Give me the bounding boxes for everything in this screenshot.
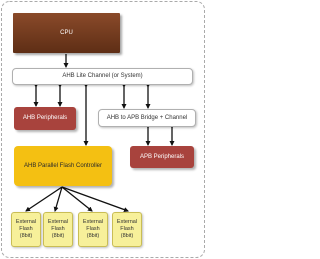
controller-to-flash-1-wire — [25, 186, 63, 212]
ahb-lite-channel-label: AHB Lite Channel (or System) — [62, 73, 143, 80]
flash-3-line2: Flash — [86, 225, 100, 232]
flash-4-line1: External — [116, 218, 138, 225]
cpu-label: CPU — [60, 29, 73, 36]
ahb-apb-bridge-block: AHB to APB Bridge + Channel — [98, 109, 196, 127]
external-flash-3: External Flash (8bit) — [78, 212, 108, 247]
apb-peripherals-block: APB Peripherals — [130, 146, 194, 168]
flash-controller-block: AHB Parallel Flash Controller — [14, 146, 112, 186]
external-flash-2: External Flash (8bit) — [43, 212, 73, 247]
flash-1-line3: (8bit) — [19, 233, 33, 240]
apb-peripherals-label: APB Peripherals — [139, 153, 185, 160]
flash-2-line2: Flash — [51, 225, 65, 232]
connection-wires — [25, 54, 175, 212]
ahb-apb-bridge-label: AHB to APB Bridge + Channel — [106, 114, 188, 121]
flash-1-line1: External — [15, 218, 37, 225]
controller-to-flash-3-wire — [61, 186, 93, 212]
ahb-lite-channel-block: AHB Lite Channel (or System) — [12, 68, 193, 85]
flash-3-line1: External — [82, 218, 104, 225]
flash-2-line3: (8bit) — [51, 233, 65, 240]
external-flash-4: External Flash (8bit) — [112, 212, 142, 247]
flash-4-line3: (8bit) — [120, 233, 134, 240]
controller-to-flash-4-wire — [61, 186, 129, 212]
diagram-frame — [1, 1, 205, 258]
flash-1-line2: Flash — [19, 225, 33, 232]
external-flash-1: External Flash (8bit) — [11, 212, 41, 247]
cpu-block: CPU — [13, 13, 120, 53]
controller-to-flash-2-wire — [53, 186, 63, 212]
flash-controller-label: AHB Parallel Flash Controller — [23, 162, 103, 169]
ahb-peripherals-label: AHB Peripherals — [22, 115, 68, 122]
flash-4-line2: Flash — [120, 225, 134, 232]
flash-2-line1: External — [47, 218, 69, 225]
ahb-peripherals-block: AHB Peripherals — [14, 107, 76, 130]
flash-3-line3: (8bit) — [86, 233, 100, 240]
